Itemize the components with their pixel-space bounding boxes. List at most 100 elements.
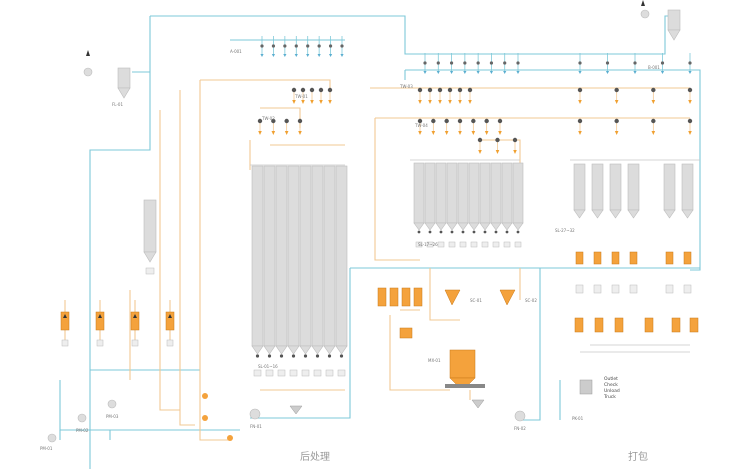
silo-cone	[311, 345, 324, 355]
valve-icon	[495, 137, 500, 143]
feeder-box	[426, 241, 434, 248]
valve-icon	[257, 118, 263, 124]
material-arrow-icon	[271, 131, 276, 135]
material-arrow-icon	[431, 131, 436, 135]
valve-icon	[227, 435, 233, 441]
air-arrow-icon	[688, 71, 692, 74]
valve-icon	[477, 137, 483, 143]
material-arrow-icon	[438, 100, 442, 104]
feeder-box	[629, 284, 638, 294]
silo-cone	[435, 222, 447, 231]
direction-arrow-icon	[133, 314, 137, 318]
feeder-box	[575, 284, 584, 294]
weigher-icon	[611, 251, 620, 265]
packing-machine-icon	[689, 317, 699, 333]
dust-filter-right	[640, 0, 681, 41]
material-arrow-icon	[484, 131, 489, 135]
packing-machine-icon	[671, 317, 681, 333]
screen-icon	[413, 287, 423, 307]
pump-2-label: PM-02	[76, 428, 89, 433]
material-arrow-icon	[458, 100, 462, 104]
valve-icon	[660, 61, 665, 65]
valve-icon	[417, 87, 423, 93]
silo-group-b	[413, 162, 524, 248]
silo	[335, 165, 348, 347]
silo	[311, 165, 324, 347]
silo-cone	[501, 222, 513, 231]
silo	[299, 165, 312, 347]
valve-icon	[317, 44, 321, 48]
material-arrow-icon	[495, 150, 500, 154]
valve-icon	[449, 61, 454, 65]
silo	[457, 162, 469, 224]
silo	[413, 162, 425, 224]
air-arrow-icon	[463, 71, 467, 74]
valve-icon	[450, 230, 454, 234]
pump-icon	[107, 399, 117, 409]
valve-icon	[687, 118, 693, 124]
distributor-valves: TW-01 TW-02 TW-03 TW-04	[257, 84, 693, 154]
line-b-label: B-001	[648, 65, 660, 70]
feeder-box	[325, 369, 334, 377]
valve-icon	[494, 230, 498, 234]
material-arrow-icon	[513, 150, 517, 154]
silo-cone	[323, 345, 336, 355]
material-arrow-icon	[292, 100, 296, 104]
valve-icon	[431, 118, 436, 124]
valve-icon	[417, 118, 423, 124]
air-arrow-icon	[660, 71, 665, 74]
bag-note-2: Check	[604, 382, 618, 388]
fan-icon	[249, 408, 261, 420]
valve-icon	[303, 354, 308, 358]
valve-icon	[267, 354, 272, 358]
silo-cone	[609, 209, 622, 219]
pump-icon	[77, 413, 87, 423]
feeder-box	[437, 241, 445, 248]
silo-cone	[468, 222, 480, 231]
feeder-box	[61, 339, 69, 347]
valve-icon	[291, 87, 297, 93]
dust-filter-label: FL-01	[112, 102, 123, 107]
feeder-box	[492, 241, 500, 248]
valve-icon	[484, 118, 489, 124]
screen-1-hopper	[444, 289, 461, 306]
material-arrow-icon	[614, 100, 619, 104]
air-arrow-icon	[516, 71, 520, 74]
small-feeder	[399, 327, 413, 339]
material-arrow-icon	[301, 100, 305, 104]
silo-group-c	[573, 163, 694, 294]
valve-icon	[503, 61, 507, 65]
silo	[263, 165, 276, 347]
feeder-box	[665, 284, 674, 294]
silo	[609, 163, 622, 211]
material-arrow-icon	[319, 100, 323, 104]
silo	[468, 162, 480, 224]
air-arrow-icon	[271, 54, 276, 57]
silo	[287, 165, 300, 347]
air-arrow-icon	[328, 54, 333, 57]
valve-icon	[463, 61, 467, 65]
packing-machine-icon	[594, 317, 604, 333]
material-arrow-icon	[310, 100, 314, 104]
feeder-box	[313, 369, 322, 377]
valve-icon	[328, 44, 333, 48]
vent-arrow-icon	[641, 0, 645, 6]
silo-cone	[335, 345, 348, 355]
silo-cone	[287, 345, 300, 355]
air-arrow-icon	[283, 54, 287, 57]
valve-icon	[651, 87, 656, 93]
vent-arrow-icon	[86, 50, 90, 56]
direction-arrow-icon	[168, 314, 172, 318]
silo	[275, 165, 288, 347]
air-arrow-icon	[306, 54, 310, 57]
post-process-section-title: 后处理	[300, 451, 330, 463]
packing-machines	[574, 317, 699, 333]
silo-cone	[490, 222, 502, 231]
pump-icon	[47, 433, 57, 443]
air-arrow-icon	[489, 71, 494, 74]
valve-icon	[417, 230, 421, 234]
silo	[446, 162, 458, 224]
screen-icon	[389, 287, 399, 307]
feeder-box	[514, 241, 522, 248]
mixer-label: MX-01	[428, 358, 441, 363]
